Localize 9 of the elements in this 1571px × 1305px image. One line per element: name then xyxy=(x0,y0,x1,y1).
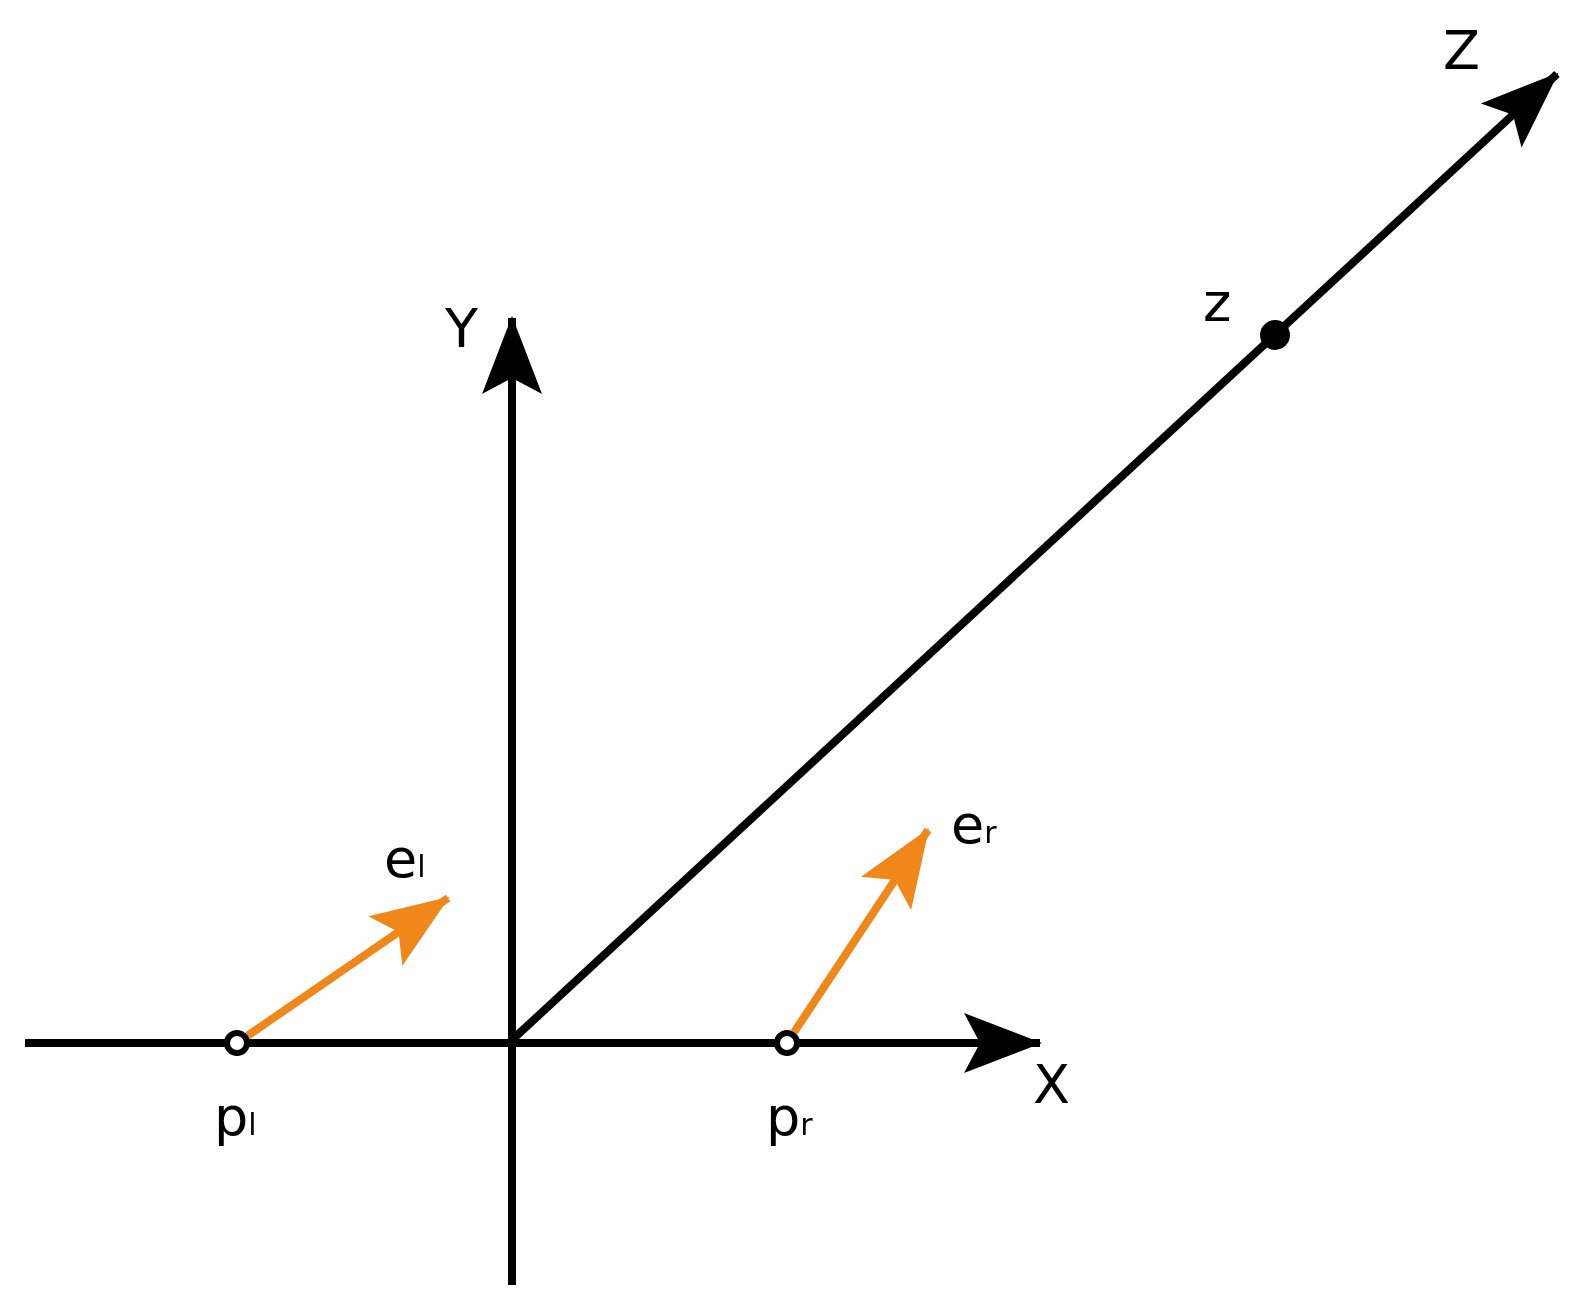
vector-arrow xyxy=(790,827,932,1035)
point-circle xyxy=(224,1030,250,1056)
axis-label: X xyxy=(1033,1058,1070,1112)
point-dot xyxy=(1260,320,1290,350)
vector-arrow xyxy=(245,894,451,1039)
axis-label: Y xyxy=(445,302,478,356)
point-circle xyxy=(774,1030,800,1056)
axis-label: Z xyxy=(1443,24,1480,78)
point-label: z xyxy=(1203,276,1232,330)
